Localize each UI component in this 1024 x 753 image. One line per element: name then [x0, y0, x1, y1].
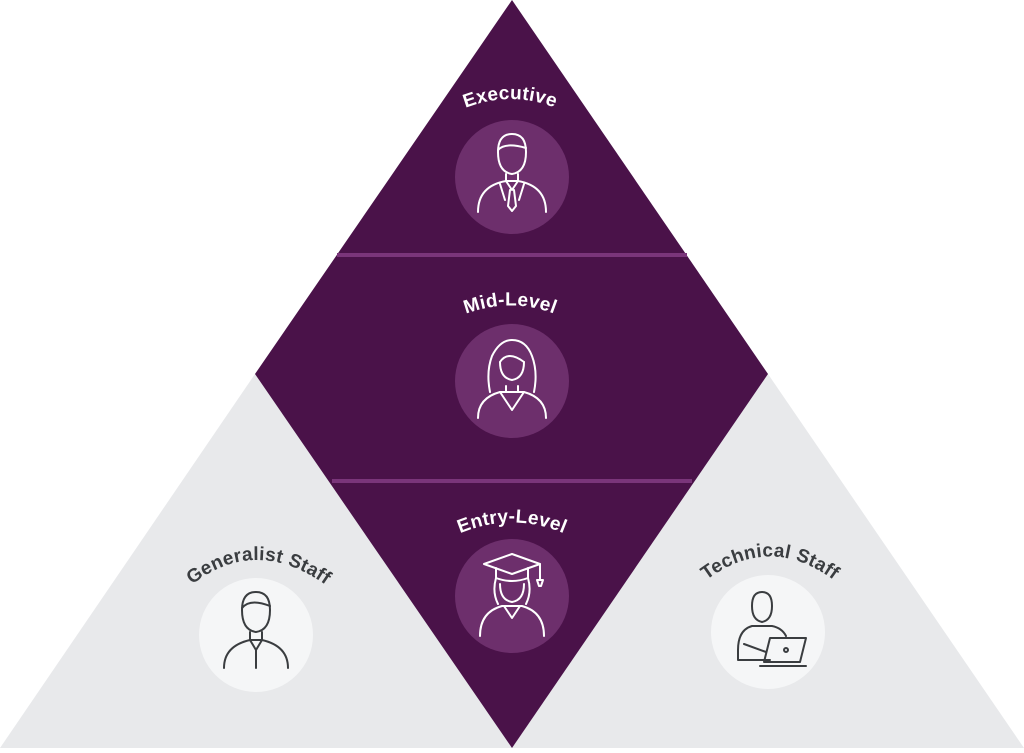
executive-person-icon: [455, 120, 569, 234]
generalist-person-icon: [199, 578, 313, 692]
woman-professional-icon: [455, 324, 569, 438]
person-laptop-icon: [711, 575, 825, 689]
graduate-icon: [455, 539, 569, 653]
technical-staff-triangle: [512, 374, 1024, 748]
generalist-staff-triangle: [0, 374, 512, 748]
